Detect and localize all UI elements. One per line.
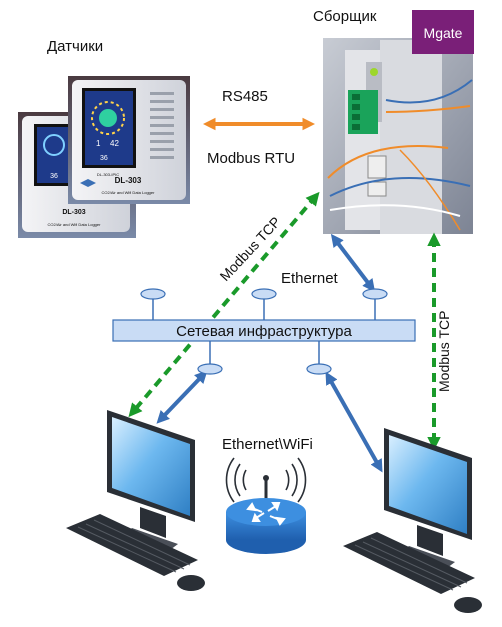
wifi-router-icon [225,457,307,554]
bus-node-3 [362,288,388,300]
network-bus-label: Сетевая инфраструктура [176,323,352,340]
network-bus: Сетевая инфраструктура [112,288,416,375]
ethernet-label: Ethernet [281,270,339,287]
bus-node-1 [140,288,166,300]
right-pc-link [325,371,383,473]
collector-label: Сборщик [313,8,377,25]
sensor-screen-value-1: 1 [96,139,101,148]
sensor-subtitle-back: CO2/Air and Wifi Data Logger [48,222,102,227]
left-computer-icon [66,410,205,591]
modbus-rtu-label: Modbus RTU [207,150,295,167]
ethernet-wifi-label: Ethernet\WiFi [222,436,313,453]
wifi-signal-icon [225,457,307,503]
sensor-subtitle-front: CO2/Air and Wifi Data Logger [102,190,156,195]
mgate-badge-label: Mgate [424,25,463,41]
left-pc-link [156,370,208,424]
modbus-tcp-left-link [128,191,320,418]
sensor-screen-value-3: 36 [100,155,108,162]
sensor-device-front: 1 42 36 DL-303-IPIC DL-303 CO2/Air and W… [68,76,190,204]
right-computer-icon [343,428,482,613]
bus-node-5 [306,363,332,375]
bus-node-2 [251,288,277,300]
rs485-label: RS485 [222,88,268,105]
sensor-model-label-back: DL-303 [62,209,85,216]
mgate-badge [412,10,474,54]
sensor-logo-icon [80,179,96,187]
network-bus-bar [112,319,416,342]
svg-text:36: 36 [50,173,58,180]
sensor-screen-value-2: 42 [110,139,119,148]
sensors-label: Датчики [47,38,103,55]
collector-ethernet-link [330,233,376,293]
sensors-photo: 36 DL-303 CO2/Air and Wifi Data Logger 1… [18,76,190,238]
collector-photo: Mgate [323,10,474,234]
modbus-tcp-right-label: Modbus TCP [436,311,452,392]
collector-led-icon [370,68,378,76]
sensor-id-label: DL-303-IPIC [97,172,119,177]
bus-node-4 [197,363,223,375]
sensor-model-label-front: DL-303 [115,176,142,185]
